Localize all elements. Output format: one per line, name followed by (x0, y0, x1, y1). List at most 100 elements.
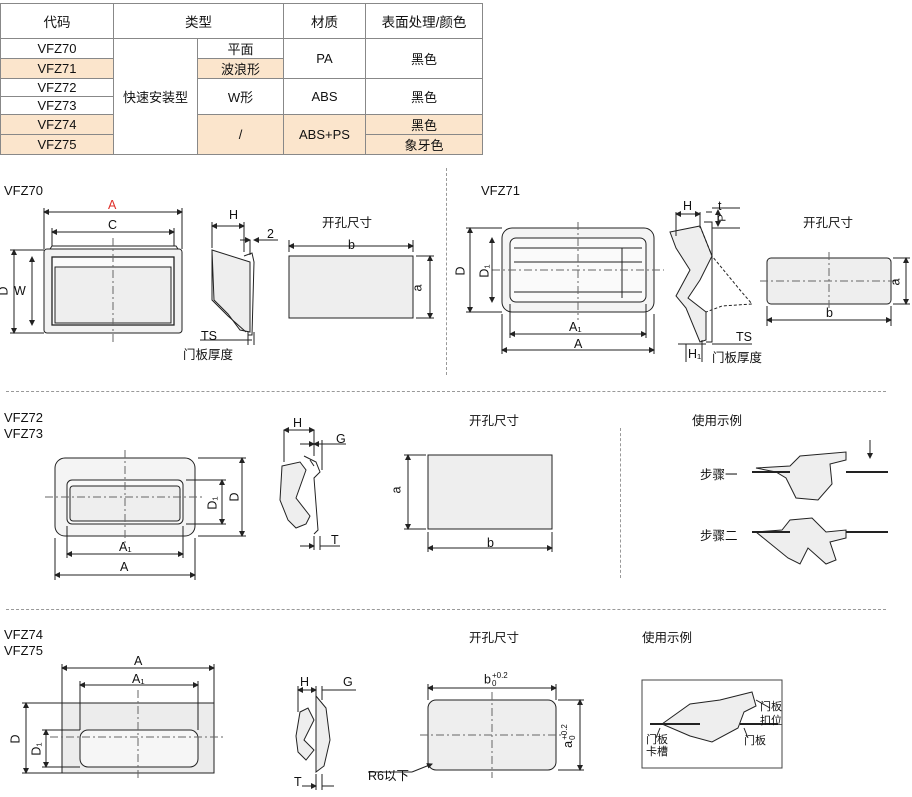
vfz70-cutout (288, 240, 434, 319)
dim-H: H (293, 416, 303, 430)
dim-b-sub: 0 (491, 679, 497, 688)
vfz74-front-view (22, 664, 225, 780)
dim-W: W (14, 284, 26, 298)
material-cell: ABS+PS (283, 114, 366, 155)
step2-label: 步骤二 (700, 529, 738, 543)
dim-D1: D₁ (205, 496, 220, 510)
color-cell: 黑色 (365, 38, 483, 79)
step1-label: 步骤一 (700, 468, 738, 482)
usage-step1 (752, 440, 888, 501)
dim-C: C (108, 218, 118, 232)
color-cell: 黑色 (365, 114, 483, 135)
vfz72-cutout (404, 454, 553, 552)
dim-D: D (8, 734, 23, 744)
door-label: 门板 (744, 735, 766, 747)
dim-G: G (336, 432, 346, 446)
dim-D: D (0, 286, 11, 295)
dim-TS: TS (201, 329, 217, 343)
dim-A: A (134, 654, 143, 668)
vfz72-side-view (279, 427, 346, 550)
dim-b: b (348, 238, 355, 252)
table-header-row: 代码 类型 材质 表面处理/颜色 (0, 3, 483, 39)
dim-a-letter: a (561, 740, 576, 748)
dim-b: b (826, 306, 833, 320)
vfz71-cutout (760, 252, 910, 326)
code-cell: VFZ74 (0, 114, 114, 135)
cutout-title: 开孔尺寸 (469, 631, 520, 645)
dim-T: T (331, 533, 339, 547)
usage-title: 使用示例 (642, 631, 693, 645)
usage-step2 (752, 517, 888, 565)
code-cell: VFZ75 (0, 134, 114, 155)
dim-t: t (718, 199, 722, 213)
vfz74-usage (641, 679, 783, 769)
door-thickness-label: 门板厚度 (183, 348, 234, 362)
door-slot-label: 门板 卡槽 (646, 734, 668, 758)
table-row: VFZ70 快速安装型 平面 PA 黑色 (0, 38, 483, 155)
table-row: VFZ71 波浪形 (0, 58, 483, 79)
section-code-vfz72: VFZ72 VFZ73 (4, 410, 44, 441)
spec-table: 代码 类型 材质 表面处理/颜色 VFZ70 快速安装型 平面 PA 黑色 VF… (0, 3, 483, 155)
dim-A-red: A (108, 198, 117, 212)
section-code-vfz70: VFZ70 (4, 183, 44, 198)
table-row: VFZ73 (0, 96, 483, 115)
separator (6, 609, 886, 610)
dim-b: b (487, 536, 494, 550)
dim-b-letter: b (484, 672, 491, 687)
door-label: 门板 (760, 701, 782, 713)
dim-G: G (343, 675, 353, 689)
table-row: VFZ75 象牙色 (0, 134, 483, 155)
type-main-cell: 快速安装型 (113, 38, 198, 155)
header-finish: 表面处理/颜色 (365, 3, 483, 39)
r6-label: R6以下 (368, 769, 409, 783)
cutout-title: 开孔尺寸 (469, 414, 520, 428)
dim-2: 2 (267, 227, 274, 241)
subtype-cell: W形 (197, 78, 284, 115)
buckle-label: 扣位 (760, 715, 782, 727)
vfz71-front-view (466, 222, 664, 354)
dim-H: H (229, 208, 239, 222)
vfz74-cutout (368, 684, 584, 778)
dim-P: P (716, 214, 729, 222)
code-cell: VFZ73 (0, 96, 114, 115)
dim-A1: A₁ (569, 320, 582, 334)
dim-D: D (453, 266, 468, 276)
separator (446, 168, 447, 375)
dim-T: T (294, 775, 302, 789)
separator (6, 391, 886, 392)
cutout-title: 开孔尺寸 (803, 216, 854, 230)
cutout-title: 开孔尺寸 (322, 216, 373, 230)
door-thickness-label: 门板厚度 (712, 351, 763, 365)
separator (620, 428, 621, 578)
dim-a: a (888, 278, 903, 286)
section-code-vfz74: VFZ74 VFZ75 (4, 627, 44, 658)
dim-a: a (410, 284, 425, 292)
vfz74-side-view (295, 686, 356, 790)
table-row: VFZ74 / ABS+PS 黑色 (0, 114, 483, 155)
dim-A: A (120, 560, 129, 574)
dim-D1: D₁ (477, 264, 492, 278)
dim-A1: A₁ (119, 540, 132, 554)
vfz70-side-view (200, 222, 278, 345)
vfz71-side-view (669, 207, 754, 362)
dim-D: D (227, 492, 242, 502)
color-cell: 象牙色 (365, 134, 483, 155)
dim-b-sup: +0.2 (491, 671, 508, 680)
dim-TS: TS (736, 330, 752, 344)
dim-D1: D₁ (29, 742, 44, 756)
subtype-cell: / (197, 114, 284, 155)
dim-H: H (300, 675, 310, 689)
section-code-vfz71: VFZ71 (481, 183, 521, 198)
dim-a: a (389, 486, 404, 494)
vfz70-front-view (10, 208, 183, 345)
dim-A1: A₁ (132, 672, 145, 686)
dim-H: H (683, 199, 693, 213)
header-code: 代码 (0, 3, 114, 39)
code-cell: VFZ71 (0, 58, 114, 79)
vfz72-front-view (45, 450, 246, 580)
dim-A: A (574, 337, 583, 351)
dim-H1: H₁ (688, 347, 702, 361)
